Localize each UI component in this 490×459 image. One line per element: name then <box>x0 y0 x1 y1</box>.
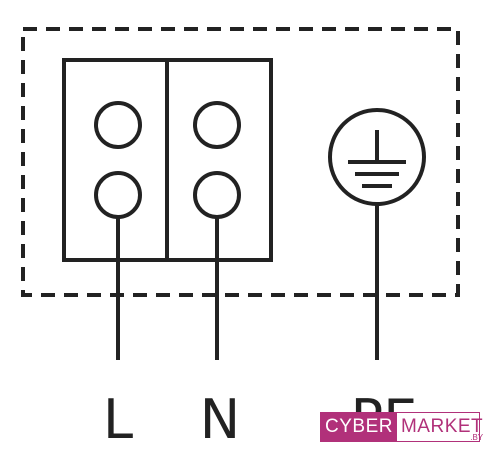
terminal-l-bottom-screw <box>94 171 142 219</box>
watermark-logo: CYBER MARKET .BY <box>320 412 483 442</box>
watermark-part1: CYBER <box>321 413 397 441</box>
watermark-sub: .BY <box>470 433 484 442</box>
terminal-n-top-screw <box>193 101 241 149</box>
earth-ground-icon <box>328 108 426 206</box>
terminal-l-top-screw <box>94 101 142 149</box>
enclosure-dashed-border <box>21 27 460 297</box>
watermark-part2-wrap: MARKET .BY <box>397 413 486 442</box>
label-l: L <box>103 388 133 451</box>
watermark-part2: MARKET <box>400 416 484 437</box>
label-n: N <box>200 388 240 451</box>
terminal-n-bottom-screw <box>193 171 241 219</box>
